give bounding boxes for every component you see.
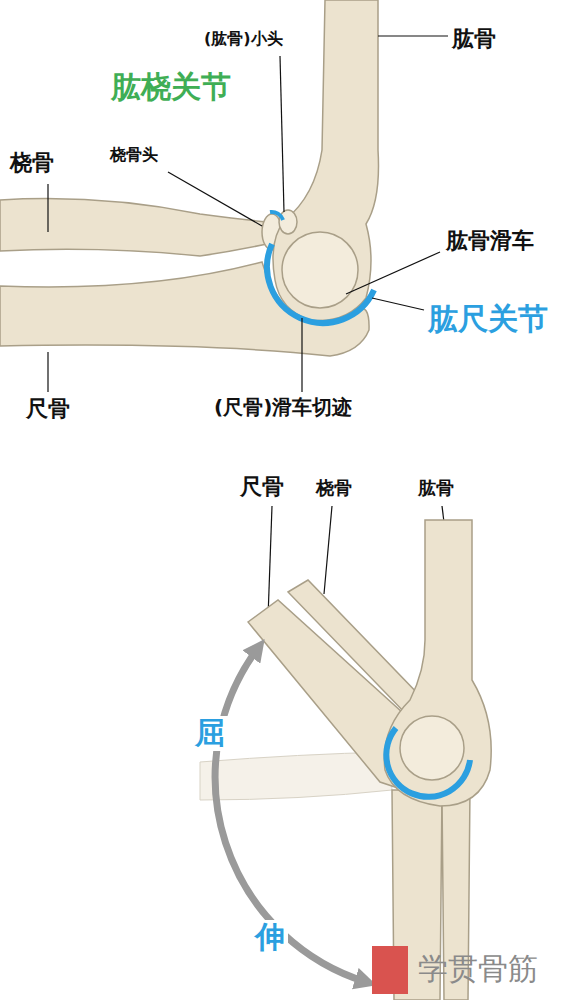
bones-bottom — [248, 520, 491, 1000]
part-label: 尺骨 — [240, 474, 284, 499]
part-label: 桡骨 — [10, 150, 54, 175]
part-label: 桡骨 — [316, 478, 352, 499]
joint-highlight — [386, 728, 470, 797]
joint-label: 肱尺关节 — [428, 302, 548, 337]
part-label: 肱骨滑车 — [446, 228, 534, 253]
joint-highlight — [270, 212, 283, 220]
watermark: 学贯骨筋 — [418, 952, 538, 987]
part-label: (尺骨)滑车切迹 — [214, 396, 352, 419]
joint-label: 肱桡关节 — [108, 70, 234, 105]
part-label: 肱骨 — [452, 26, 496, 51]
bones-top — [0, 0, 379, 356]
joint-highlight — [267, 244, 374, 323]
leader-lines — [48, 36, 448, 618]
part-label: (肱骨)小头 — [204, 30, 283, 48]
part-label: 肱骨 — [418, 478, 454, 499]
motion-label: 屈 — [192, 716, 228, 751]
motion-arrow — [215, 648, 366, 982]
motion-label: 伸 — [252, 920, 288, 955]
watermark-stamp — [372, 946, 408, 994]
part-label: 尺骨 — [26, 396, 70, 421]
part-label: 桡骨头 — [110, 146, 158, 164]
